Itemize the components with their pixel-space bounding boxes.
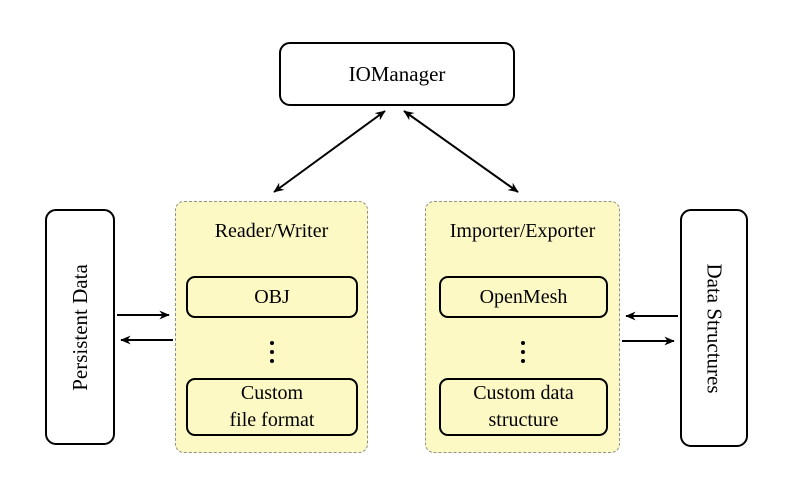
obj-label: OBJ [254, 285, 290, 308]
arrow-iomanager-importerexporter [403, 110, 519, 193]
importer-exporter-title: Importer/Exporter [449, 220, 596, 242]
custom-data-structure-label: Custom data structure [473, 382, 574, 431]
node-iomanager: IOManager [279, 42, 515, 106]
reader-writer-title: Reader/Writer [214, 220, 329, 242]
openmesh-label: OpenMesh [479, 285, 568, 308]
node-data-structures: Data Structures [680, 209, 748, 447]
node-custom-data-structure: Custom data structure [439, 378, 608, 436]
iomanager-label: IOManager [348, 61, 446, 86]
group-reader-writer: Reader/Writer OBJ Custom file format [175, 201, 368, 453]
node-openmesh: OpenMesh [439, 276, 608, 318]
node-obj: OBJ [186, 276, 358, 318]
group-importer-exporter: Importer/Exporter OpenMesh Custom data s… [425, 201, 620, 453]
persistent-data-label: Persistent Data [67, 263, 92, 391]
arrow-iomanager-readerwriter [273, 110, 386, 193]
data-structures-label: Data Structures [702, 262, 727, 394]
node-persistent-data: Persistent Data [45, 209, 115, 445]
ellipsis-dots [520, 341, 525, 363]
ellipsis-dots [269, 341, 274, 363]
node-custom-file-format: Custom file format [186, 378, 358, 436]
custom-file-format-label: Custom file format [229, 382, 315, 431]
